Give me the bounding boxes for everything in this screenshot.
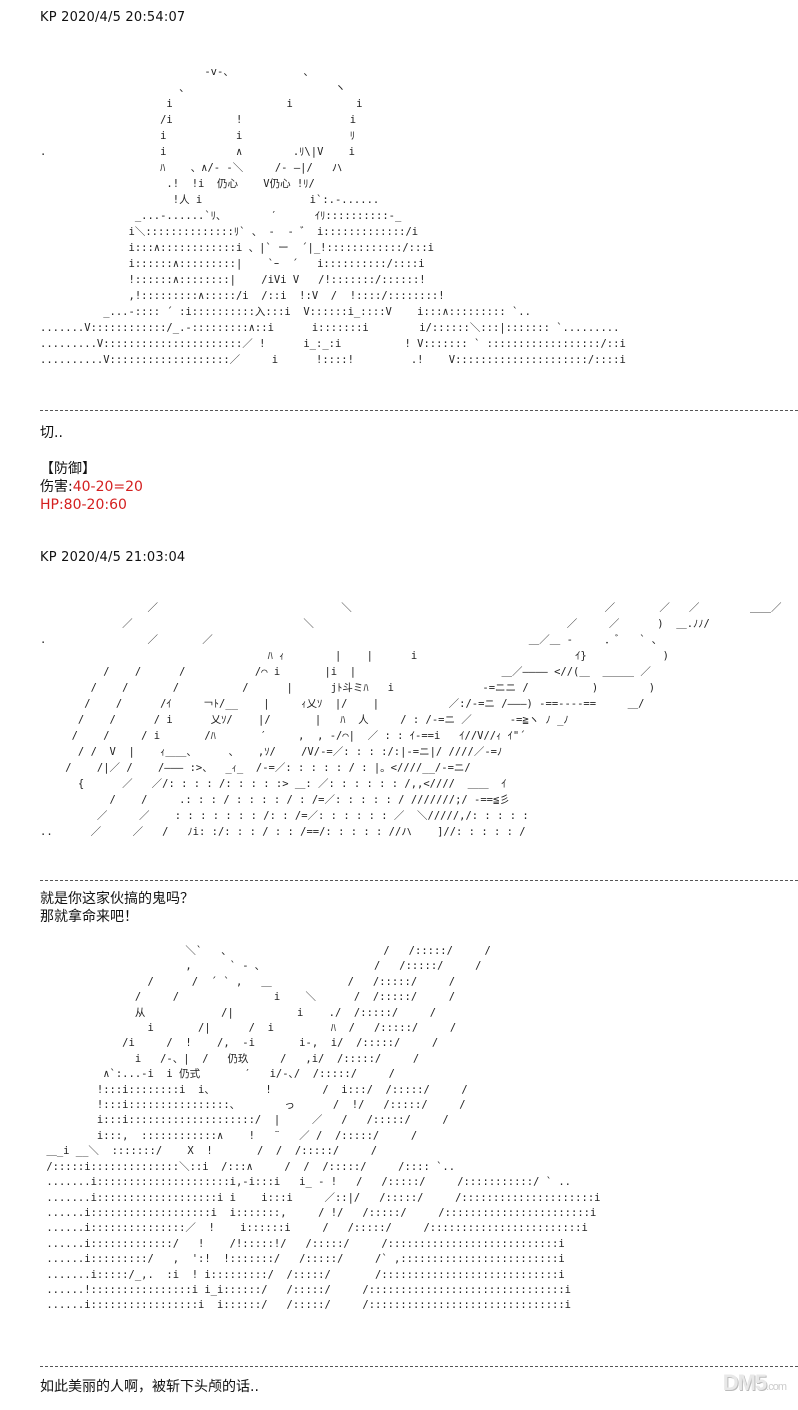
ascii-art-3: ＼` 、 / /:::::/ / , ` ‐ ､ / /:::::/ / / /… [46, 945, 601, 1312]
divider [40, 1366, 798, 1367]
defense-header: 【防御】 [40, 461, 96, 477]
dialogue-line: 就是你这家伙搞的鬼吗？ [40, 891, 194, 907]
divider [40, 880, 798, 881]
damage-value: 40-20=20 [72, 479, 143, 495]
post-timestamp: KP 2020/4/5 21:03:04 [40, 550, 186, 565]
post-timestamp: KP 2020/4/5 20:54:07 [40, 10, 186, 25]
divider [40, 410, 798, 411]
ascii-art-2: ／ ＼ ／ ／ ／ ＿＿／ ／ ＼ ／ ／ ) ＿.ﾉﾉ/ [40, 602, 782, 838]
dialogue-line: 那就拿命来吧！ [40, 909, 138, 925]
hp-line: HP:80-20:60 [40, 497, 127, 513]
damage-line: 伤害:40-20=20 [40, 478, 143, 496]
damage-label: 伤害: [40, 479, 73, 495]
site-watermark: DM5.com [722, 1370, 787, 1395]
narration-line: 切.. [40, 425, 63, 441]
dialogue-line: 如此美丽的人啊，被斩下头颅的话.. [40, 1379, 259, 1395]
ascii-art-1: -v-、 、 、 ヽ i i i /i ! i i i [40, 66, 626, 366]
